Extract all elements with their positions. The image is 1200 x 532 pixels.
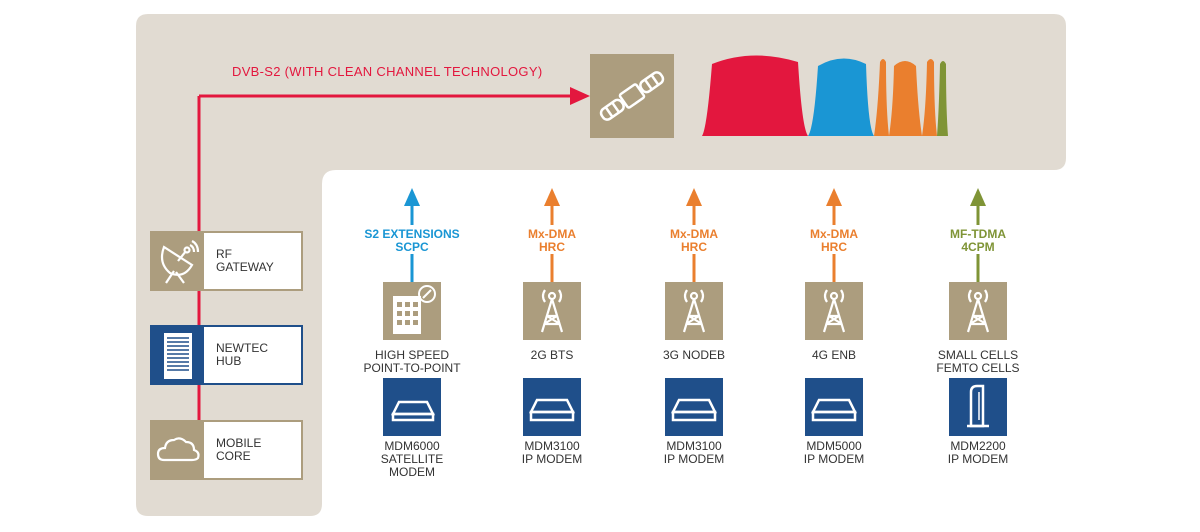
spectrum-orange-carrier-1 xyxy=(874,59,889,136)
site-caption-3: 3G NODEB xyxy=(662,348,725,362)
cell-tower-icon xyxy=(805,282,863,340)
mobile-core-label-2: CORE xyxy=(216,449,251,463)
site-caption-2: 2G BTS xyxy=(530,348,574,362)
cell-tower-icon xyxy=(949,282,1007,340)
satellite-dish-icon xyxy=(152,233,204,289)
modem-icon xyxy=(805,378,863,436)
uplink-arrow-4 xyxy=(826,188,842,225)
spectrum-orange-carrier-3 xyxy=(922,59,937,136)
modem-icon xyxy=(523,378,581,436)
spectrum-blue-carrier xyxy=(808,58,874,136)
cell-tower-icon xyxy=(665,282,723,340)
cloud-icon xyxy=(152,422,204,478)
spectrum-orange-carrier-2 xyxy=(889,61,922,136)
mobile-core-label-1: MOBILE xyxy=(216,436,262,450)
newtec-hub-label-2: HUB xyxy=(216,354,242,368)
uplink-arrow-5 xyxy=(970,188,986,225)
site-caption-4: 4G ENB xyxy=(811,348,856,362)
modem-icon xyxy=(665,378,723,436)
spectrum-carriers xyxy=(702,55,948,136)
spectrum-green-carrier xyxy=(937,61,948,136)
uplink-arrow-3 xyxy=(686,188,702,225)
vertical-modem-icon xyxy=(949,378,1007,436)
rf-gateway-label-2: GATEWAY xyxy=(216,260,274,274)
satellite-icon xyxy=(599,71,665,121)
satellite-box xyxy=(590,54,674,138)
cell-tower-icon xyxy=(523,282,581,340)
uplink-arrow-2 xyxy=(544,188,560,225)
uplink-arrow-1 xyxy=(404,188,420,225)
flat-modem-icon xyxy=(383,378,441,436)
rf-gateway-label-1: RF xyxy=(216,247,232,261)
dvb-s2-label: DVB-S2 (WITH CLEAN CHANNEL TECHNOLOGY) xyxy=(232,64,543,79)
spectrum-red-carrier xyxy=(702,55,808,136)
building-dish-icon xyxy=(383,282,441,340)
dvb-s2-arrowhead xyxy=(570,87,590,105)
background-panel xyxy=(136,14,1066,516)
server-rack-icon xyxy=(152,327,204,383)
newtec-hub-label-1: NEWTEC xyxy=(216,341,268,355)
